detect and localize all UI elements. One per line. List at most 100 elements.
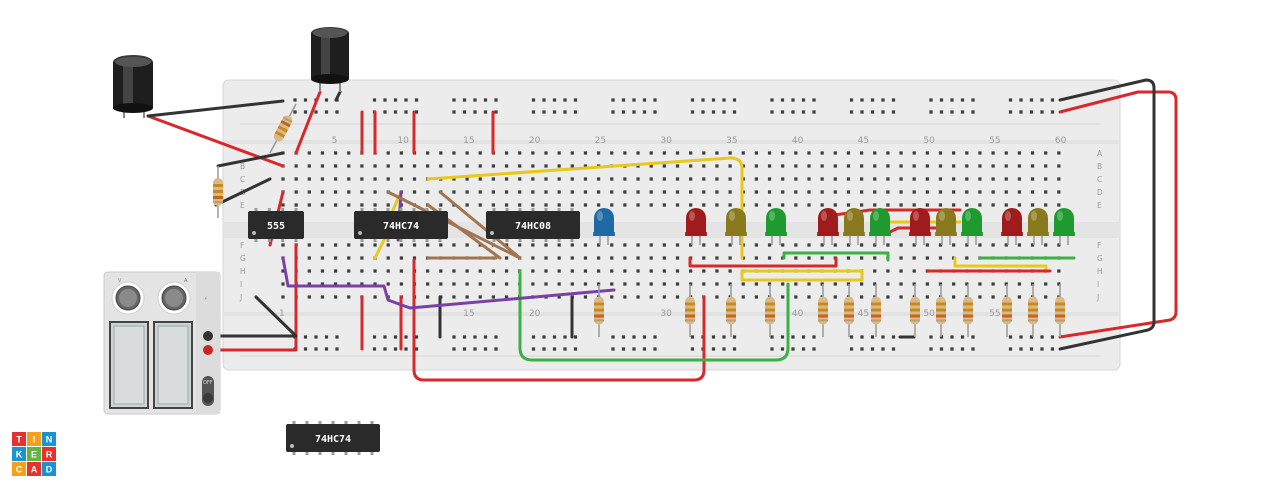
- power-supply[interactable]: V A OFF ⚡: [103, 271, 221, 415]
- resistor[interactable]: [871, 284, 881, 337]
- row-letter: C: [1097, 175, 1102, 184]
- led[interactable]: [909, 208, 931, 245]
- column-number: 15: [463, 309, 474, 319]
- wire[interactable]: [214, 177, 272, 207]
- wire[interactable]: [334, 90, 342, 102]
- current-knob[interactable]: [157, 281, 191, 315]
- wire[interactable]: [518, 269, 790, 362]
- positive-terminal[interactable]: [203, 345, 213, 355]
- knob2-label: A: [184, 278, 188, 284]
- chip-label: 74HC74: [383, 221, 419, 232]
- resistor[interactable]: [213, 166, 223, 218]
- chip-label: 555: [267, 221, 285, 232]
- led[interactable]: [843, 208, 865, 245]
- led[interactable]: [961, 208, 983, 245]
- row-letter: E: [1097, 201, 1102, 210]
- resistor[interactable]: [685, 284, 695, 337]
- ic-chip[interactable]: 74HC08: [486, 208, 580, 242]
- wires[interactable]: [146, 78, 1178, 382]
- column-number: 60: [1055, 136, 1067, 146]
- row-letter: I: [1097, 280, 1099, 289]
- led[interactable]: [1001, 208, 1023, 245]
- wire[interactable]: [426, 156, 744, 260]
- column-number: 30: [660, 136, 672, 146]
- led[interactable]: [1027, 208, 1049, 245]
- led[interactable]: [817, 208, 839, 245]
- resistor[interactable]: [726, 284, 736, 337]
- row-letter: J: [1096, 293, 1099, 302]
- capacitor-right[interactable]: [311, 27, 349, 92]
- wire[interactable]: [782, 251, 890, 262]
- wire[interactable]: [146, 99, 285, 118]
- wire[interactable]: [294, 90, 322, 155]
- logo-letter-tile: D: [42, 462, 56, 476]
- logo-letter-tile: R: [42, 447, 56, 461]
- resistor[interactable]: [936, 284, 946, 337]
- led[interactable]: [935, 208, 957, 245]
- led[interactable]: [593, 208, 615, 245]
- ic-chip[interactable]: 74HC74: [354, 208, 448, 242]
- wire[interactable]: [953, 256, 1048, 273]
- bolt-icon: ⚡: [204, 296, 208, 302]
- wire[interactable]: [688, 256, 838, 268]
- wire[interactable]: [1058, 90, 1178, 339]
- chip-label: 74HC74: [315, 434, 351, 445]
- logo-letter: E: [31, 450, 37, 460]
- ic-chip[interactable]: 555: [248, 208, 304, 242]
- resistor[interactable]: [1055, 284, 1065, 337]
- logo-letter-tile: T: [12, 432, 26, 446]
- resistor[interactable]: [765, 284, 775, 337]
- switch-label: OFF: [203, 380, 213, 386]
- column-number: 20: [529, 309, 541, 319]
- led[interactable]: [765, 208, 787, 245]
- row-letter: H: [240, 267, 246, 276]
- wire[interactable]: [412, 258, 706, 382]
- logo-letter-tile: N: [42, 432, 56, 446]
- column-number: 15: [463, 136, 474, 146]
- knob1-label: V: [118, 278, 122, 284]
- wire[interactable]: [254, 295, 298, 338]
- row-letter: D: [1097, 188, 1103, 197]
- column-number: 40: [792, 309, 804, 319]
- resistor[interactable]: [1028, 284, 1038, 337]
- resistor[interactable]: [818, 284, 828, 337]
- logo-letter: I: [33, 435, 36, 445]
- resistors[interactable]: [213, 103, 1065, 337]
- negative-terminal[interactable]: [203, 331, 213, 341]
- capacitor-left[interactable]: [113, 55, 153, 118]
- resistor[interactable]: [844, 284, 854, 337]
- column-number: 50: [923, 309, 935, 319]
- row-letter: B: [240, 162, 245, 171]
- wire[interactable]: [281, 256, 616, 310]
- resistor[interactable]: [910, 284, 920, 337]
- resistor[interactable]: [269, 103, 297, 154]
- wire[interactable]: [438, 190, 522, 260]
- led[interactable]: [869, 208, 891, 245]
- row-letter: F: [1097, 241, 1101, 250]
- led[interactable]: [725, 208, 747, 245]
- led[interactable]: [1053, 208, 1075, 245]
- wire[interactable]: [740, 269, 864, 282]
- logo-letter: A: [31, 465, 38, 475]
- logo-letter-tile: K: [12, 447, 26, 461]
- logo-letter: N: [46, 435, 53, 445]
- led[interactable]: [685, 208, 707, 245]
- resistor[interactable]: [963, 284, 973, 337]
- chip-label: 74HC08: [515, 221, 551, 232]
- wire[interactable]: [216, 151, 285, 168]
- chips[interactable]: 555 74HC74 74HC08 74HC74: [248, 208, 580, 455]
- wire[interactable]: [210, 243, 298, 352]
- resistor[interactable]: [1002, 284, 1012, 337]
- ic-chip[interactable]: 74HC74: [286, 421, 380, 455]
- logo-letter: R: [46, 450, 53, 460]
- column-number: 25: [595, 136, 606, 146]
- leds[interactable]: [593, 208, 1075, 245]
- column-number: 5: [332, 136, 338, 146]
- wire[interactable]: [1058, 78, 1156, 351]
- voltage-knob[interactable]: [111, 281, 145, 315]
- resistor[interactable]: [594, 284, 604, 337]
